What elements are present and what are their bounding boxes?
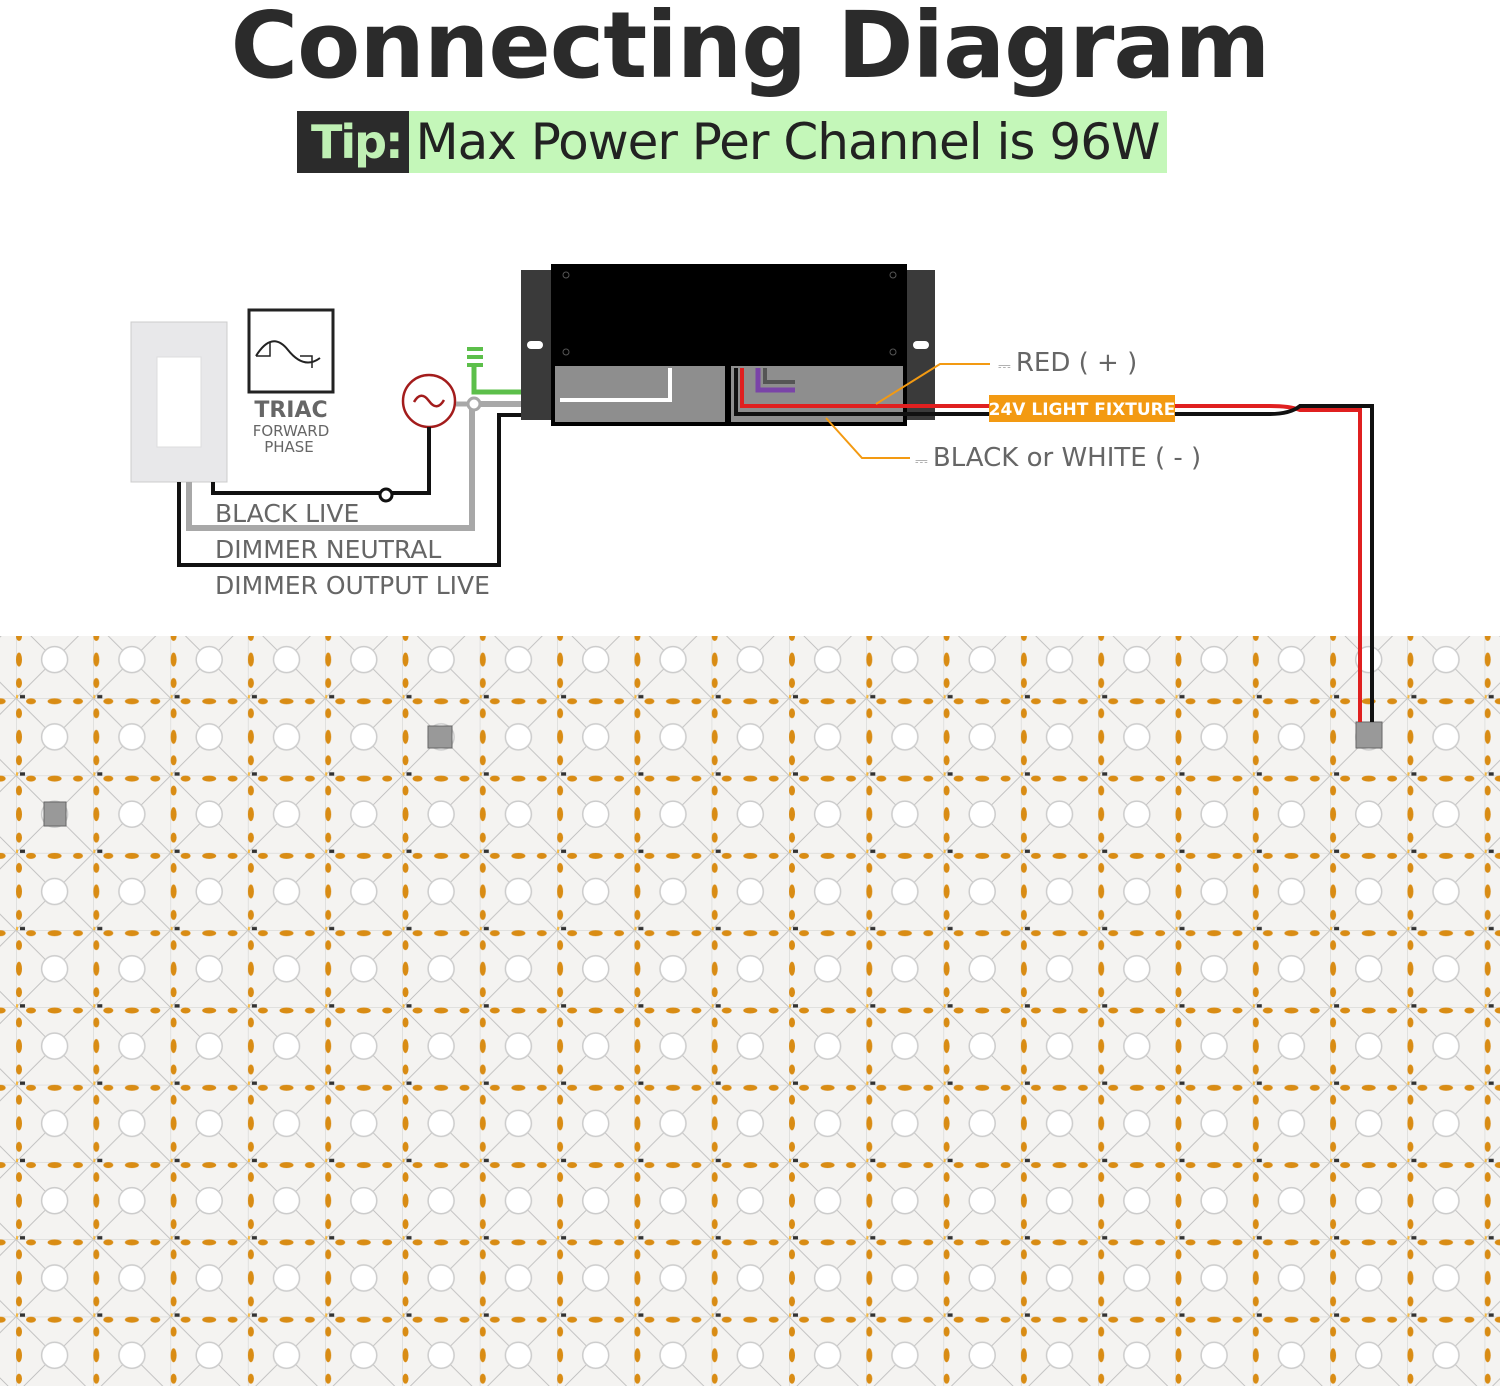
black-live-wire (211, 427, 431, 495)
black-live-label: BLACK LIVE (215, 499, 359, 528)
dimmer-output-live-label: DIMMER OUTPUT LIVE (215, 571, 490, 600)
fixture-label: 24V LIGHT FIXTURE (989, 400, 1176, 420)
red-wire (740, 368, 1362, 722)
black-wire (734, 368, 1374, 722)
fixture-badge (989, 395, 1175, 422)
ac-source-icon (401, 373, 457, 429)
forward-label: FORWARD (253, 422, 330, 440)
black-negative-label: ⎓ BLACK or WHITE ( - ) (915, 443, 1201, 473)
dimmer-neutral-label: DIMMER NEUTRAL (215, 535, 441, 564)
dimmer-switch-icon (130, 321, 228, 483)
led-panel (0, 636, 1500, 1386)
red-positive-label: ⎓ RED ( + ) (998, 348, 1137, 378)
phase-label: PHASE (264, 438, 314, 456)
page-title: Connecting Diagram (230, 0, 1271, 99)
triac-label: TRIAC (254, 398, 327, 423)
tip-banner: Tip: Max Power Per Channel is 96W (297, 111, 1168, 173)
triac-waveform-icon (247, 308, 335, 394)
led-driver (521, 264, 935, 426)
dimmer-output-wire (177, 413, 560, 567)
neutral-wire (186, 401, 560, 531)
connector-icon (43, 721, 1383, 827)
tip-label: Tip: (297, 111, 410, 173)
tip-text: Max Power Per Channel is 96W (409, 111, 1168, 173)
